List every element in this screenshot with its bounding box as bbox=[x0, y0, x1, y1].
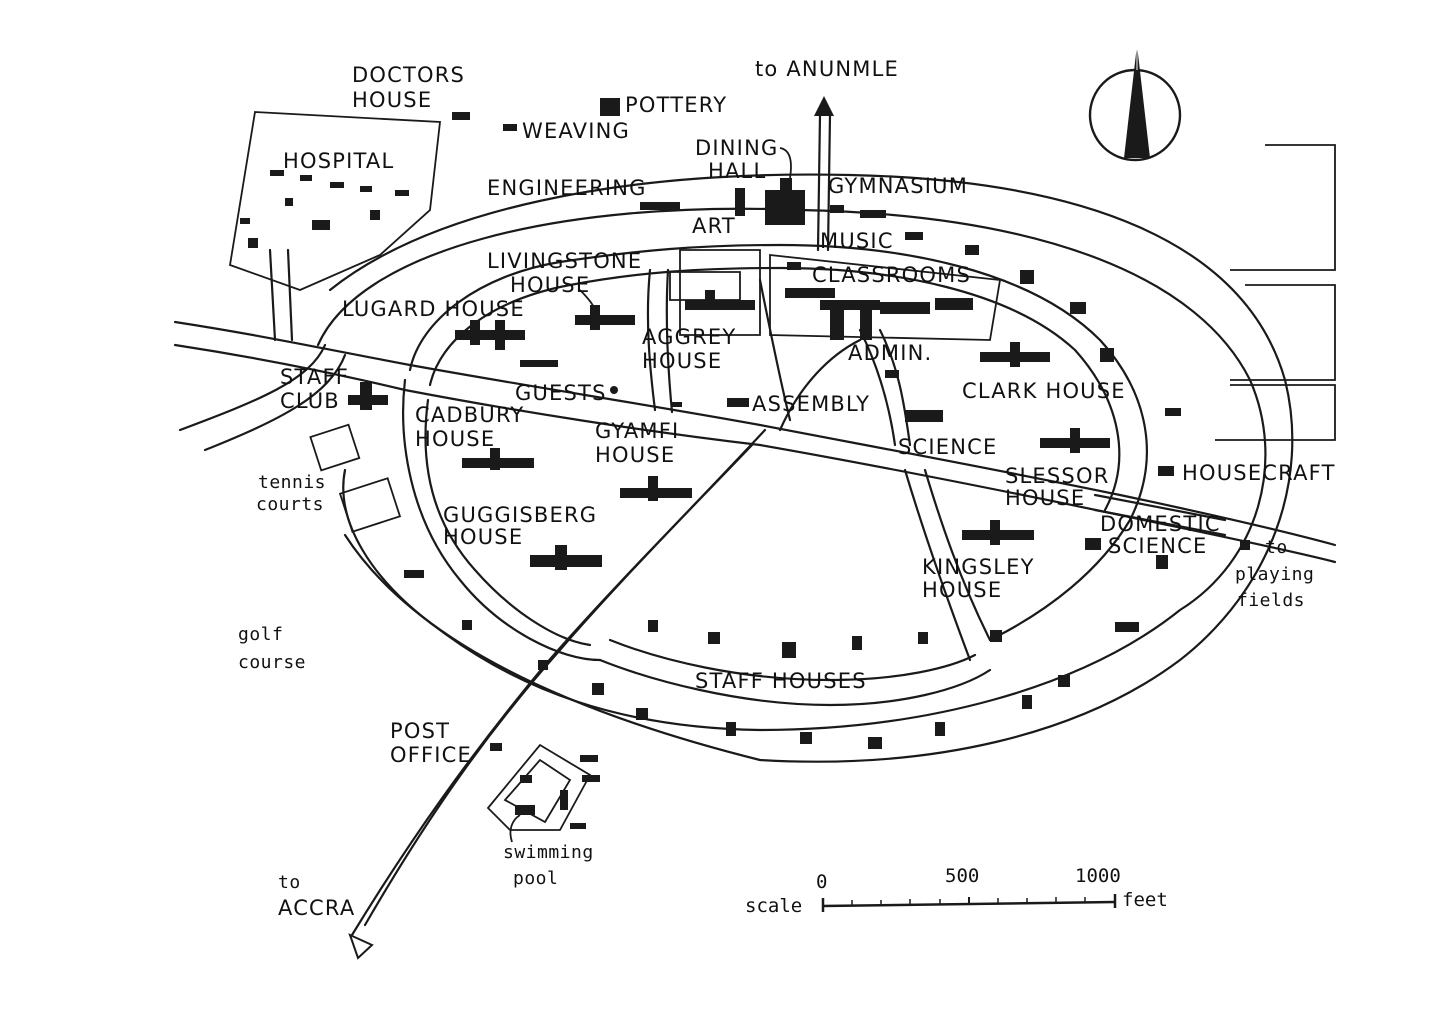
label-doctors-house-2: HOUSE bbox=[352, 88, 432, 112]
label-staff-club-2: CLUB bbox=[280, 389, 340, 413]
scale-tick-1000: 1000 bbox=[1075, 865, 1121, 887]
label-cadbury-house-2: HOUSE bbox=[415, 427, 495, 451]
label-slessor-house-2: HOUSE bbox=[1005, 486, 1085, 510]
label-aggrey-house-1: AGGREY bbox=[642, 325, 736, 349]
label-art: ART bbox=[692, 214, 736, 238]
label-engineering: ENGINEERING bbox=[487, 176, 647, 200]
leader-lines bbox=[509, 147, 792, 843]
label-housecraft: HOUSECRAFT bbox=[1182, 461, 1336, 485]
label-aggrey-house-2: HOUSE bbox=[642, 349, 722, 373]
label-gymnasium: GYMNASIUM bbox=[828, 174, 968, 198]
label-dining-hall-1: DINING bbox=[695, 136, 778, 160]
scale-tick-500: 500 bbox=[945, 865, 979, 887]
label-hospital: HOSPITAL bbox=[283, 149, 394, 173]
label-golf-course-1: golf bbox=[238, 624, 283, 645]
label-science: SCIENCE bbox=[898, 435, 998, 459]
label-domestic-science-2: SCIENCE bbox=[1108, 534, 1208, 558]
label-tennis-courts-2: courts bbox=[256, 494, 324, 515]
hospital-compound bbox=[228, 111, 442, 291]
label-guggisberg-house-2: HOUSE bbox=[443, 525, 523, 549]
label-kingsley-house-2: HOUSE bbox=[922, 578, 1002, 602]
arrow-down-left-icon bbox=[348, 933, 374, 960]
label-assembly: ASSEMBLY bbox=[752, 392, 870, 416]
label-to-anunmle: to ANUNMLE bbox=[755, 57, 899, 81]
label-golf-course-2: course bbox=[238, 652, 306, 673]
label-tennis-courts-1: tennis bbox=[258, 472, 326, 493]
road-network bbox=[173, 113, 1337, 937]
buildings bbox=[240, 98, 1250, 829]
label-livingstone-house-1: LIVINGSTONE bbox=[487, 249, 642, 273]
label-swimming-pool-2: pool bbox=[513, 868, 558, 889]
label-post-office-2: OFFICE bbox=[390, 743, 472, 767]
swimming-pool-area bbox=[486, 743, 592, 831]
label-classrooms: CLASSROOMS bbox=[812, 263, 971, 287]
label-weaving: WEAVING bbox=[522, 119, 630, 143]
label-staff-houses: STAFF HOUSES bbox=[695, 669, 867, 693]
label-music: MUSIC bbox=[820, 229, 894, 253]
scale-tick-0: 0 bbox=[816, 871, 827, 893]
label-kingsley-house-1: KINGSLEY bbox=[922, 555, 1035, 579]
label-clark-house: CLARK HOUSE bbox=[962, 379, 1126, 403]
tennis-courts bbox=[309, 423, 402, 533]
map-labels: DOCTORS HOUSE WEAVING POTTERY to ANUNMLE… bbox=[238, 57, 1336, 920]
north-arrow-icon bbox=[1088, 45, 1182, 162]
arrow-up-icon bbox=[814, 96, 834, 116]
label-cadbury-house-1: CADBURY bbox=[415, 403, 524, 427]
label-admin: ADMIN. bbox=[848, 341, 932, 365]
label-swimming-pool-1: swimming bbox=[503, 842, 594, 863]
label-to-playing-fields-1: to bbox=[1265, 537, 1288, 558]
label-pottery: POTTERY bbox=[625, 93, 727, 117]
label-staff-club-1: STAFF bbox=[280, 365, 349, 389]
label-slessor-house-1: SLESSOR bbox=[1005, 464, 1109, 488]
label-post-office-1: POST bbox=[390, 719, 450, 743]
label-guests: GUESTS bbox=[515, 381, 607, 405]
label-lugard-house: LUGARD HOUSE bbox=[342, 297, 525, 321]
label-domestic-science-1: DOMESTIC bbox=[1100, 512, 1221, 536]
scale-unit: feet bbox=[1122, 889, 1168, 911]
label-livingstone-house-2: HOUSE bbox=[510, 273, 590, 297]
label-dining-hall-2: HALL bbox=[708, 159, 766, 183]
label-gyamfi-house-1: GYAMFI bbox=[595, 419, 679, 443]
label-to-playing-fields-3: fields bbox=[1237, 590, 1305, 611]
label-to-accra-2: ACCRA bbox=[278, 896, 355, 920]
label-gyamfi-house-2: HOUSE bbox=[595, 443, 675, 467]
label-doctors-house-1: DOCTORS bbox=[352, 63, 465, 87]
label-to-accra-1: to bbox=[278, 872, 301, 893]
scale-word: scale bbox=[745, 895, 802, 917]
scale-bar: 0 500 1000 scale feet bbox=[745, 865, 1168, 917]
label-to-playing-fields-2: playing bbox=[1235, 564, 1314, 585]
label-guggisberg-house-1: GUGGISBERG bbox=[443, 503, 597, 527]
